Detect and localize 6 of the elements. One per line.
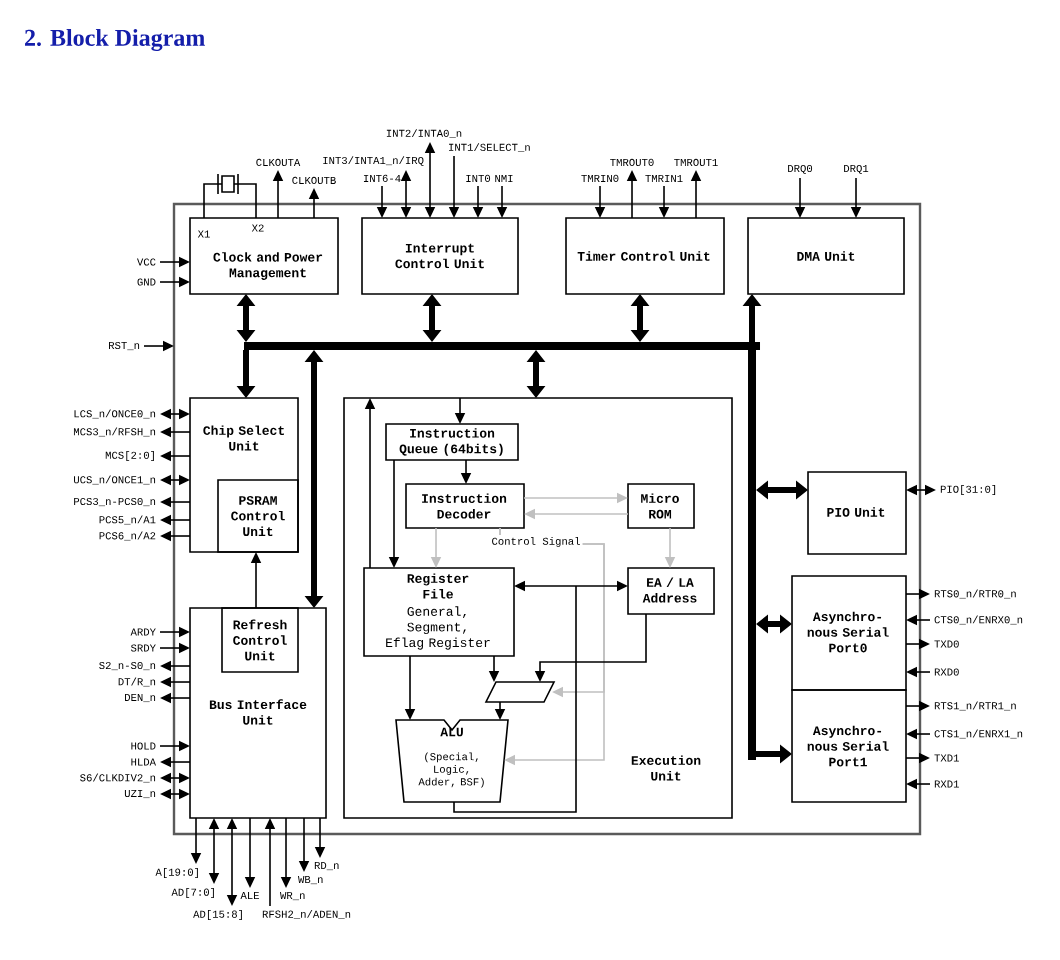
- connector-line: [453, 585, 577, 813]
- connector-line: [203, 183, 223, 219]
- title: 2. Block Diagram: [25, 29, 205, 51]
- chip-outline: [172, 202, 922, 836]
- crystal-symbol: [217, 173, 239, 195]
- connector-line: [233, 183, 257, 219]
